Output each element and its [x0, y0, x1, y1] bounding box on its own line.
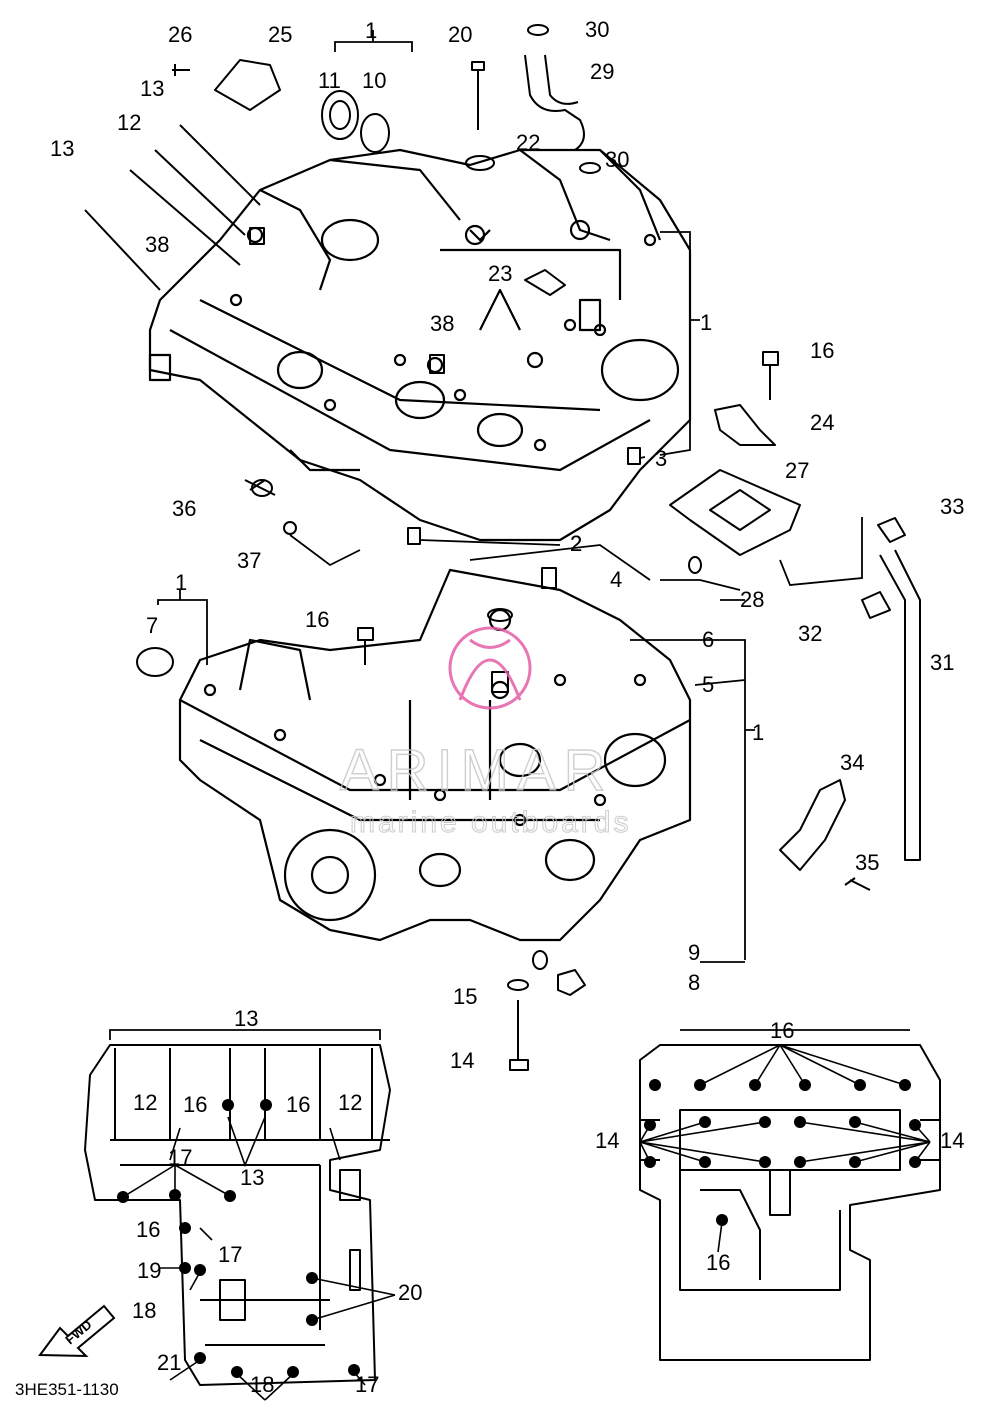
cover-plate — [214, 59, 281, 111]
callout-1: 1 — [752, 720, 764, 745]
callout-21: 21 — [157, 1350, 181, 1375]
callout-3: 3 — [655, 446, 667, 471]
small-parts — [84, 24, 921, 1071]
callout-36: 36 — [172, 496, 196, 521]
bolt-pointers-right — [639, 1044, 931, 1253]
callout-16: 16 — [706, 1250, 730, 1275]
bolt-pointers-left — [122, 1116, 396, 1401]
callout-16: 16 — [305, 607, 329, 632]
callout-8: 8 — [688, 970, 700, 995]
callout-12: 12 — [133, 1090, 157, 1115]
callout-34: 34 — [840, 750, 864, 775]
stud-bolt — [84, 124, 261, 291]
callout-16: 16 — [286, 1092, 310, 1117]
callout-35: 35 — [855, 850, 879, 875]
callout-18: 18 — [250, 1372, 274, 1397]
oil-seal-7 — [136, 647, 174, 677]
callout-16: 16 — [810, 338, 834, 363]
callout-32: 32 — [798, 621, 822, 646]
callout-12: 12 — [338, 1090, 362, 1115]
callout-24: 24 — [810, 410, 834, 435]
watermark-logo-icon — [448, 626, 532, 710]
oil-seal — [360, 113, 390, 153]
callout-13: 13 — [50, 136, 74, 161]
callout-1: 1 — [175, 570, 187, 595]
watermark-brand: ARIMAR — [340, 738, 614, 803]
callout-22: 22 — [516, 130, 540, 155]
callout-23: 23 — [488, 261, 512, 286]
callout-16: 16 — [183, 1092, 207, 1117]
callout-16: 16 — [770, 1018, 794, 1043]
callout-20: 20 — [448, 22, 472, 47]
washer — [465, 155, 495, 171]
callout-2: 2 — [570, 531, 582, 556]
callout-27: 27 — [785, 458, 809, 483]
callout-1: 1 — [365, 18, 377, 43]
callout-12: 12 — [117, 110, 141, 135]
callout-33: 33 — [940, 494, 964, 519]
callout-14: 14 — [940, 1128, 964, 1153]
callout-17: 17 — [218, 1242, 242, 1267]
callout-18: 18 — [132, 1298, 156, 1323]
callout-38: 38 — [430, 311, 454, 336]
callout-26: 26 — [168, 22, 192, 47]
callout-5: 5 — [702, 672, 714, 697]
bolt-pattern-view-right — [639, 1044, 941, 1361]
callout-2: 2 — [570, 531, 582, 556]
callout-17: 17 — [168, 1145, 192, 1170]
callout-16: 16 — [136, 1217, 160, 1242]
callout-28: 28 — [740, 587, 764, 612]
callout-13: 13 — [234, 1006, 258, 1031]
callout-9: 9 — [688, 940, 700, 965]
callout-30: 30 — [605, 147, 629, 172]
callout-6: 6 — [702, 627, 714, 652]
callout-1: 1 — [700, 310, 712, 335]
watermark: ARIMAR marine outboards — [339, 626, 631, 840]
callout-14: 14 — [450, 1048, 474, 1073]
callout-15: 15 — [453, 984, 477, 1009]
callout-19: 19 — [137, 1258, 161, 1283]
callout-4: 4 — [610, 567, 622, 592]
bearing — [321, 90, 359, 140]
breather-pipe — [879, 549, 921, 861]
bolt-markers-right — [644, 1079, 921, 1226]
callout-13: 13 — [240, 1165, 264, 1190]
callout-31: 31 — [930, 650, 954, 675]
breather-hose — [524, 54, 585, 151]
callout-14: 14 — [595, 1128, 619, 1153]
callout-25: 25 — [268, 22, 292, 47]
callout-29: 29 — [590, 59, 614, 84]
watermark-tagline: marine outboards — [350, 806, 631, 839]
callout-37: 37 — [237, 548, 261, 573]
bolt — [471, 61, 485, 130]
fwd-arrow-icon: FWD — [38, 1304, 116, 1358]
callout-17: 17 — [355, 1372, 379, 1397]
callout-30: 30 — [585, 17, 609, 42]
bolt-markers-left — [117, 1099, 360, 1378]
leader-lines — [109, 30, 910, 1040]
lower-crankcase — [178, 568, 692, 942]
diagram-code: 3HE351-1130 — [15, 1380, 119, 1399]
callout-20: 20 — [398, 1280, 422, 1305]
callout-7: 7 — [146, 613, 158, 638]
upper-crankcase — [148, 148, 692, 542]
callout-13: 13 — [140, 76, 164, 101]
callout-38: 38 — [145, 232, 169, 257]
callout-11: 11 — [318, 68, 341, 93]
callout-10: 10 — [362, 68, 386, 93]
